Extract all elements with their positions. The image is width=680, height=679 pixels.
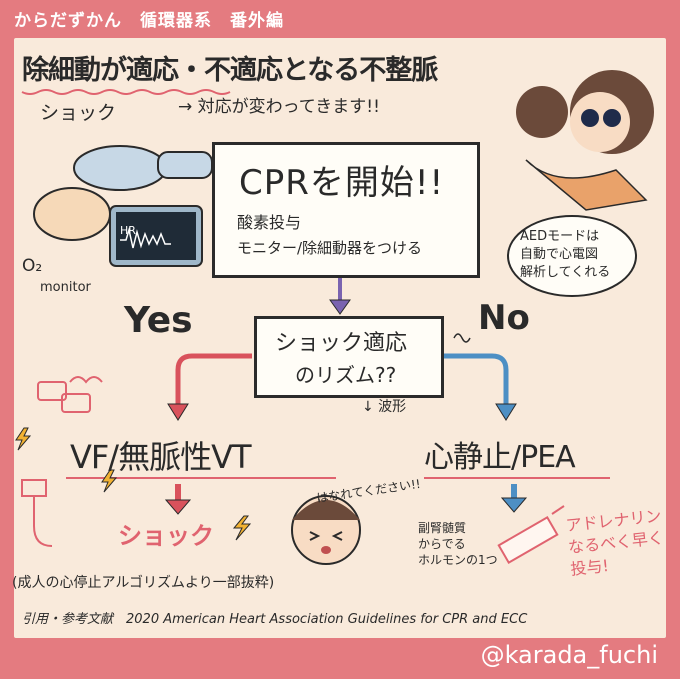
reference-text: 引用・参考文献 2020 American Heart Association …: [22, 612, 528, 627]
no-label: No: [478, 298, 530, 338]
monitor-defib-text: モニター/除細動器をつける: [237, 239, 423, 257]
title-underline: [21, 89, 231, 95]
rescuers-illustration: [516, 70, 654, 211]
patient-face-icon: [291, 495, 361, 565]
author-handle[interactable]: @karada_fuchi: [480, 641, 658, 669]
defibrillator-pads-icon: [21, 376, 103, 547]
adrenal-note-line: からでる: [418, 537, 466, 551]
decision-box: ショック適応 のリズム??: [254, 316, 444, 398]
aed-note-line: 解析してくれる: [520, 265, 611, 280]
series-header: からだずかん 循環器系 番外編: [14, 11, 284, 31]
aed-note-line: 自動で心電図: [520, 247, 599, 262]
decision-line2: のリズム??: [295, 363, 397, 387]
cpr-heading: CPRを開始!!: [239, 163, 445, 203]
cpr-box: CPRを開始!! 酸素投与 モニター/除細動器をつける: [212, 142, 480, 278]
decision-line1: ショック適応: [275, 331, 408, 356]
shock-action: ショック: [118, 522, 214, 550]
syringe-icon: [497, 505, 565, 565]
waveform-note: ↓ 波形: [362, 399, 407, 415]
lightning-icon: [15, 427, 32, 451]
aed-note-line: AEDモードは: [520, 229, 600, 244]
adrenal-note: 副腎髄質 からでる ホルモンの1つ: [418, 520, 498, 568]
shock-label: ショック: [40, 102, 117, 124]
monitor-label: monitor: [40, 280, 91, 295]
monitor-icon: [109, 205, 203, 267]
hr-label: HR: [120, 224, 136, 237]
adrenal-note-line: 副腎髄質: [418, 521, 467, 535]
aed-note: AEDモードは 自動で心電図 解析してくれる: [520, 228, 610, 282]
ecg-wave: [120, 227, 171, 249]
yes-label: Yes: [124, 300, 193, 341]
lightning-icon: [232, 515, 252, 541]
arrow-no: [440, 353, 509, 406]
adrenal-note-line: ホルモンの1つ: [418, 553, 498, 567]
oxygen-text: 酸素投与: [237, 213, 302, 232]
o2-label: O₂: [22, 256, 43, 276]
algorithm-note: (成人の心停止アルゴリズムより一部抜粋): [12, 575, 275, 591]
arrow-yes: [175, 353, 252, 406]
vf-vt-label: VF/無脈性VT: [70, 438, 252, 476]
lightning-icon: [101, 469, 118, 493]
response-changes-text: → 対応が変わってきます!!: [178, 97, 380, 117]
page-title: 除細動が適応・不適応となる不整脈: [22, 55, 438, 86]
aed-bubble: [507, 215, 637, 297]
adrenaline-note: アドレナリン なるべく早く 投与!: [565, 505, 667, 581]
asystole-pea-label: 心静止/PEA: [424, 440, 576, 475]
